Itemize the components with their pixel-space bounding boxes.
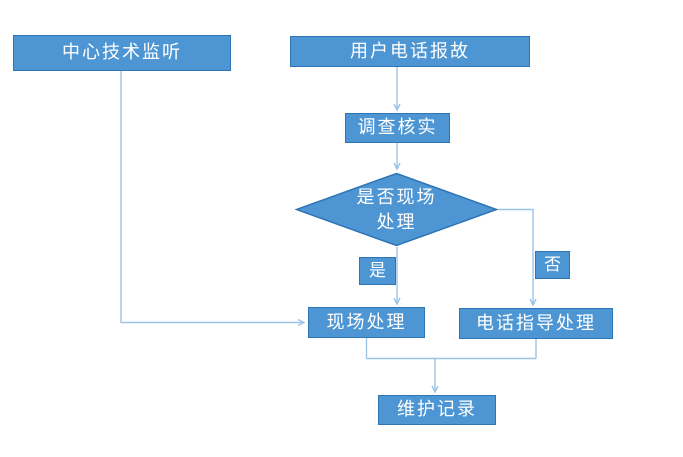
branch-label: 否: [544, 254, 561, 274]
node-label: 现场处理: [326, 311, 407, 332]
connector-decision-to-phone: [497, 208, 537, 307]
connector-merge-lines: [365, 338, 537, 360]
node-label: 维护记录: [397, 399, 477, 420]
decision-label: 是否现场处理: [356, 187, 437, 232]
node-label: 用户电话报故: [350, 40, 470, 61]
branch-label-no: 否: [535, 251, 570, 279]
branch-label: 是: [369, 260, 386, 280]
node-investigate-verify: 调查核实: [345, 113, 450, 143]
node-phone-guidance-handling: 电话指导处理: [459, 308, 613, 339]
node-maintenance-record: 维护记录: [378, 395, 496, 425]
node-label: 调查核实: [357, 117, 438, 138]
node-onsite-handling: 现场处理: [308, 307, 425, 338]
node-user-phone-report: 用户电话报故: [290, 36, 530, 67]
node-center-tech-monitor: 中心技术监听: [13, 35, 231, 71]
connector-monitor-to-onsite: [120, 71, 306, 327]
diamond-shape: [295, 172, 498, 247]
decision-onsite-or-not: 是否现场处理: [295, 172, 498, 247]
node-label: 电话指导处理: [476, 312, 596, 333]
branch-label-yes: 是: [359, 257, 396, 285]
node-label: 中心技术监听: [62, 42, 182, 63]
